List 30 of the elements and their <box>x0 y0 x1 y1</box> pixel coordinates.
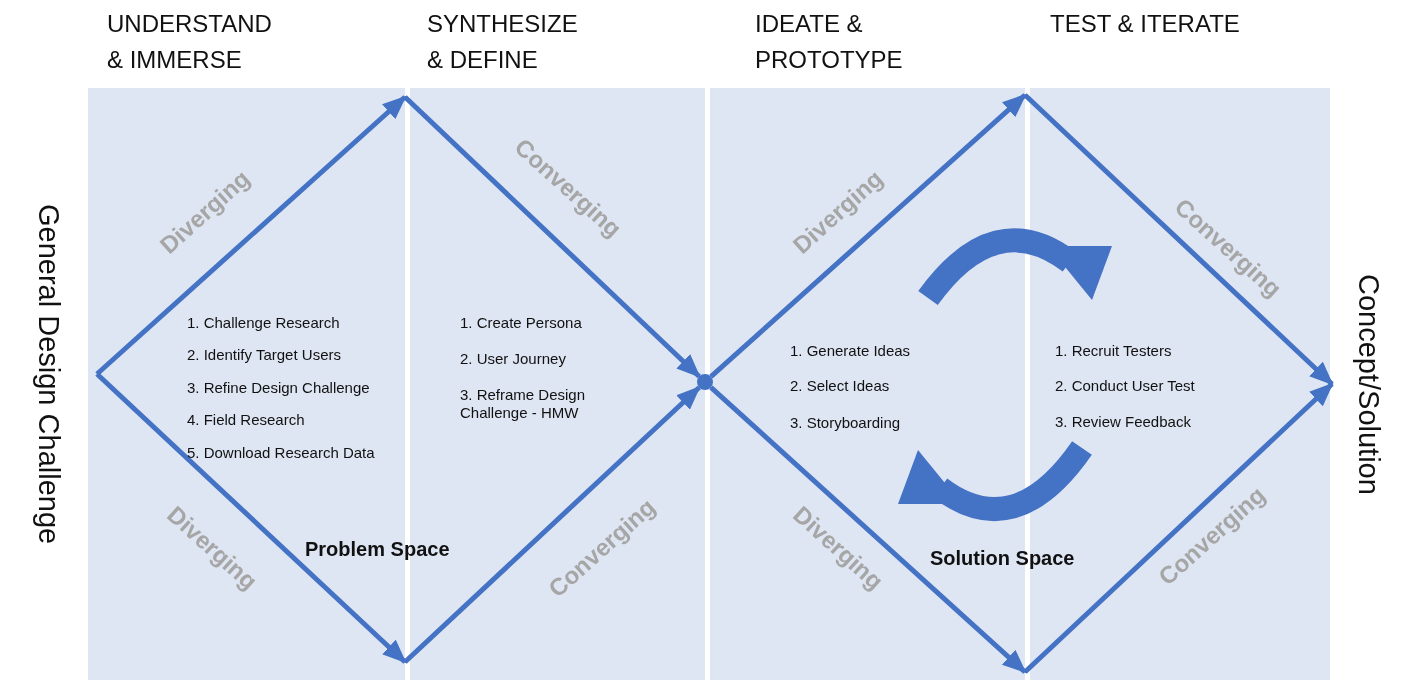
side-label: General Design Challenge <box>32 203 65 545</box>
arrow <box>1023 93 1334 386</box>
space-title: Problem Space <box>305 540 450 558</box>
step-text: 5. Download Research Data <box>187 444 375 462</box>
arrow <box>403 385 701 664</box>
step-text: 2. User Journey <box>460 350 566 368</box>
step-text: 4. Field Research <box>187 411 305 429</box>
space-title: Solution Space <box>930 549 1075 567</box>
arrow <box>709 385 1027 674</box>
arrow <box>1023 382 1334 674</box>
arrow <box>403 95 701 379</box>
phase-heading: UNDERSTAND & IMMERSE <box>107 9 273 75</box>
step-text: 1. Create Persona <box>460 314 582 332</box>
step-text: 2. Conduct User Test <box>1055 377 1195 395</box>
step-text: 2. Select Ideas <box>790 377 890 395</box>
arrow <box>95 95 407 376</box>
step-text: 1. Generate Ideas <box>790 342 911 360</box>
step-text: 1. Recruit Testers <box>1055 342 1172 360</box>
step-text: 3. Review Feedback <box>1055 413 1191 431</box>
step-text: 3. Reframe Design Challenge - HMW <box>460 386 587 422</box>
phase-heading: TEST & ITERATE <box>1050 9 1240 39</box>
arrow <box>709 93 1027 379</box>
step-text: 1. Challenge Research <box>187 314 340 332</box>
phase-heading: IDEATE & PROTOTYPE <box>755 9 904 75</box>
arrow <box>95 372 407 664</box>
step-text: 3. Refine Design Challenge <box>187 379 370 397</box>
side-label: Concept/Solution <box>1351 273 1385 495</box>
step-text: 3. Storyboarding <box>790 414 901 432</box>
phase-heading: SYNTHESIZE & DEFINE <box>427 9 579 75</box>
step-text: 2. Identify Target Users <box>187 346 341 364</box>
